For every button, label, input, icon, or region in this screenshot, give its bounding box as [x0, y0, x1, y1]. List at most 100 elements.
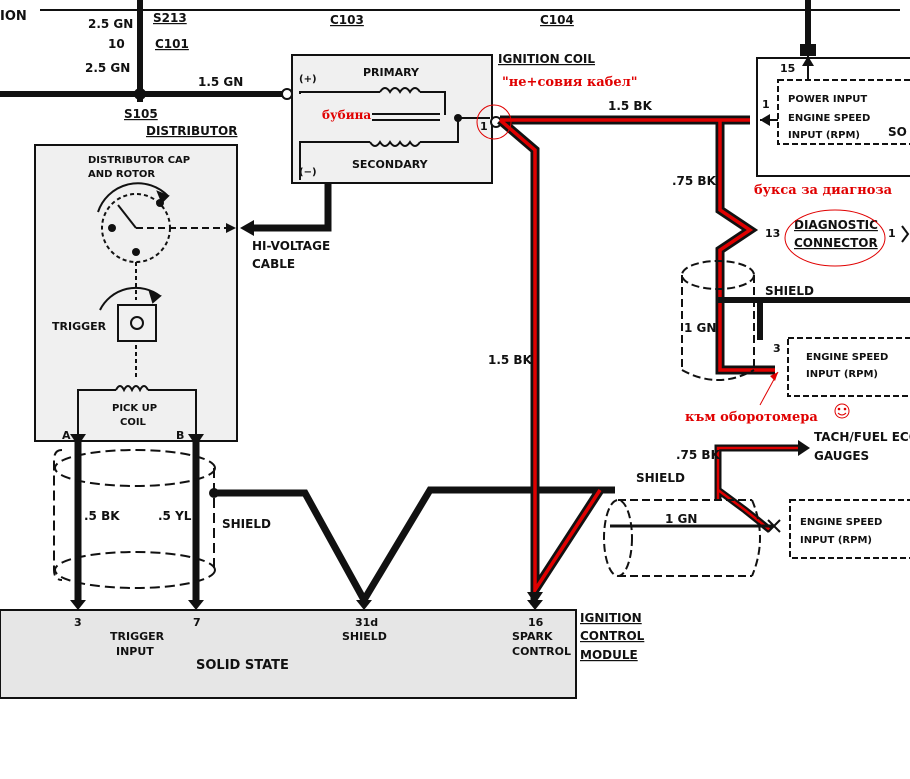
- pin-a-arrow: [70, 434, 86, 446]
- tach-wire-black: [497, 115, 775, 606]
- cap-rotor-line1: DISTRIBUTOR CAP: [88, 155, 190, 166]
- module-title-2: CONTROL: [580, 629, 645, 643]
- module-shield: SHIELD: [342, 630, 387, 643]
- conn-c104: C104: [540, 13, 574, 27]
- right-pin-1: 1: [762, 98, 770, 111]
- module-pin-7: 7: [193, 616, 201, 629]
- pickup-line1: PICK UP: [112, 403, 157, 414]
- tach-line1: TACH/FUEL ECO: [814, 430, 910, 444]
- coil-primary-label: PRIMARY: [363, 66, 420, 79]
- wire-5bk: .5 BK: [84, 509, 120, 523]
- upper-pin-3: 3: [773, 342, 781, 355]
- upper-shield: [681, 260, 910, 381]
- engine-speed-box-b: [789, 499, 910, 559]
- engine-speed-b-line2: INPUT (RPM): [800, 535, 872, 546]
- wire-15bk-top: 1.5 BK: [608, 99, 653, 113]
- power-input-line2: ENGINE SPEED: [788, 113, 870, 124]
- spark-control-line2: CONTROL: [512, 645, 571, 658]
- spark-control-arrow: [527, 592, 543, 604]
- splice-s105: [134, 88, 146, 100]
- distributor-title: DISTRIBUTOR: [146, 124, 237, 138]
- module-pin-31d: 31d: [355, 616, 378, 629]
- wire-25gn-b: 2.5 GN: [85, 61, 130, 75]
- cap-rotor-line2: AND ROTOR: [88, 169, 155, 180]
- coil-plus-terminal: [281, 88, 293, 100]
- tach-line2: GAUGES: [814, 449, 869, 463]
- module-pin-16: 16: [528, 616, 544, 629]
- pin-b: B: [176, 429, 184, 442]
- solid-state-label: SOLID STATE: [196, 658, 289, 673]
- wire-1gn-b: 1 GN: [665, 512, 697, 526]
- cap-terminal-top: [156, 199, 164, 207]
- wire-1gn-a: 1 GN: [684, 321, 716, 335]
- coil-secondary-label: SECONDARY: [352, 158, 429, 171]
- power-input-line1: POWER INPUT: [788, 94, 867, 105]
- lower-shield: [603, 499, 775, 577]
- coil-junction: [454, 114, 462, 122]
- diag-pin-13: 13: [765, 227, 780, 240]
- annotation-coil-circle: [476, 104, 512, 140]
- right-so-label: SO: [888, 125, 907, 139]
- diag-right-chevron: [901, 225, 910, 243]
- engine-speed-a-line2: INPUT (RPM): [806, 369, 878, 380]
- right-pin-15: 15: [780, 62, 795, 75]
- upper-shield-label: SHIELD: [765, 284, 814, 298]
- wire-15gn: 1.5 GN: [198, 75, 243, 89]
- coil-negative-wire: [250, 182, 332, 232]
- splice-s213: S213: [153, 11, 187, 25]
- diag-pin-1: 1: [888, 227, 896, 240]
- splice-s105-label: S105: [124, 107, 158, 121]
- module-pin-3: 3: [74, 616, 82, 629]
- annotation-cable: "не+совия кабел": [502, 75, 638, 90]
- pin-a: A: [62, 429, 71, 442]
- conn-c101: C101: [155, 37, 189, 51]
- annotation-diag-socket: букса за диагноза: [754, 183, 893, 198]
- shield-left-label: SHIELD: [222, 517, 271, 531]
- spark-control-line1: SPARK: [512, 630, 553, 643]
- coil-pin-1: 1: [480, 120, 488, 133]
- tach-wire-red: [498, 118, 775, 596]
- diag-circle-annotation: [784, 209, 886, 267]
- wire-75bk-a: .75 BK: [672, 174, 717, 188]
- conn-c103: C103: [330, 13, 364, 27]
- power-input-line3: INPUT (RPM): [788, 130, 860, 141]
- pickup-line2: COIL: [120, 417, 147, 428]
- wire-10: 10: [108, 37, 125, 51]
- hv-cable-arrow: [240, 220, 254, 236]
- engine-speed-b-line1: ENGINE SPEED: [800, 517, 882, 528]
- cap-terminal-bottom: [132, 248, 140, 256]
- pin1-arrow: [760, 114, 770, 126]
- pin-x-marks: [767, 519, 781, 533]
- tach-feed: [714, 444, 800, 533]
- trigger-input-line2: INPUT: [116, 645, 154, 658]
- wire-5yl: .5 YL: [158, 509, 192, 523]
- coil-minus-label: (−): [299, 167, 317, 178]
- ignition-coil-title: IGNITION COIL: [498, 52, 595, 66]
- diag-line2: CONNECTOR: [794, 236, 878, 250]
- hv-cable-line1: HI-VOLTAGE: [252, 239, 330, 253]
- wire-25gn-a: 2.5 GN: [88, 17, 133, 31]
- ion-label: ION: [0, 9, 27, 24]
- cap-terminal-left: [108, 224, 116, 232]
- trigger-label: TRIGGER: [52, 320, 107, 333]
- module-title-3: MODULE: [580, 648, 638, 662]
- annotation-tach: към оборотомера: [685, 410, 818, 425]
- annotation-bubina: бубина: [322, 108, 371, 122]
- wire-75bk-b: .75 BK: [676, 448, 721, 462]
- distributor-cap-rotor: [97, 182, 234, 300]
- coil-plus-label: (+): [299, 74, 317, 85]
- diag-line1: DIAGNOSTIC: [794, 218, 878, 232]
- annotation-tach-arrowhead: [770, 372, 778, 381]
- pickup-coil: [77, 345, 197, 436]
- pin-b-arrow: [188, 434, 204, 446]
- coil-windings: [299, 87, 490, 180]
- shield-splice: [209, 488, 219, 498]
- wire-15bk-mid: 1.5 BK: [488, 353, 533, 367]
- engine-speed-box-a: [787, 337, 910, 397]
- module-title-1: IGNITION: [580, 611, 642, 625]
- module-pin-arrows: [70, 600, 543, 610]
- trigger-wheel: [99, 286, 162, 342]
- ignition-control-module: [0, 609, 577, 699]
- smiley-icon: [834, 403, 850, 419]
